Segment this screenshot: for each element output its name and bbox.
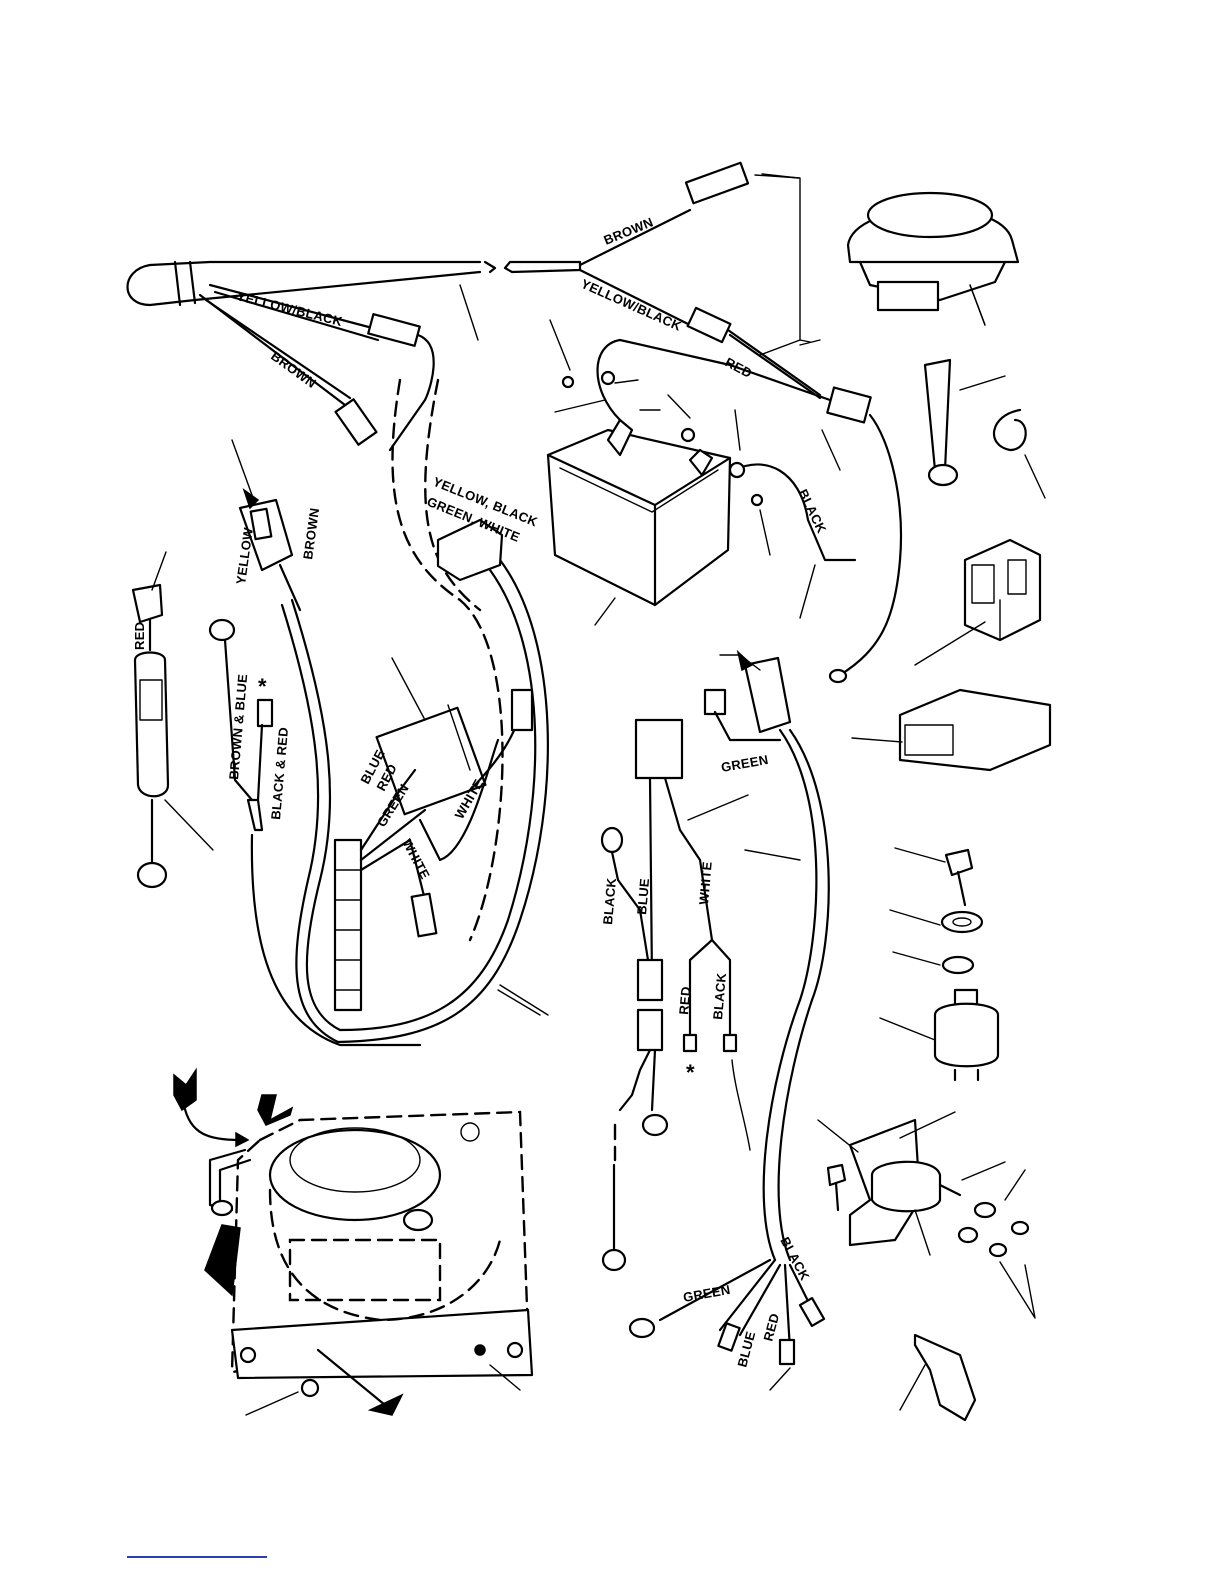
label-red-fuse: RED [132,622,147,650]
connector-block-part [852,690,1050,770]
label-brown-top: BROWN [602,214,656,247]
label-black-lead2: BLACK [710,972,729,1020]
engine-part [174,1070,532,1415]
asterisk-marker-1: * [258,674,267,699]
label-blue-lead: BLUE [634,877,652,915]
top-harness [128,163,821,450]
footer-rule [127,1556,267,1558]
ignition-switch-part [880,990,998,1080]
loom-connector-block [361,520,532,936]
mounting-bracket-part [900,1335,975,1420]
label-green-right: GREEN [720,752,770,775]
label-brown-left: BROWN [268,348,319,391]
retaining-clip-part [994,410,1045,498]
label-red-harness: RED [760,1312,782,1343]
key-part [895,848,972,905]
label-red-lead: RED [676,986,693,1016]
label-yellow-black-left: YELLOW/BLACK [235,288,344,329]
relay-part [915,540,1040,665]
label-brown-conn: BROWN [300,507,322,561]
ignition-cap-part [848,193,1018,325]
battery-part [548,420,730,625]
label-yellow-conn: YELLOW [233,526,256,585]
main-loom [248,380,548,1045]
label-brown-blue: BROWN & BLUE [226,673,250,780]
fuse-holder-part [133,552,213,887]
label-black-lead: BLACK [600,877,619,925]
label-white-mid2: WHITE [399,836,433,881]
label-yellow-black-top: YELLOW/BLACK [579,276,684,334]
asterisk-marker-2: * [686,1060,695,1085]
center-lead-harness [602,720,750,1270]
label-black-red: BLACK & RED [268,726,291,820]
nut-part [890,910,982,932]
label-green-harness: GREEN [682,1282,732,1305]
label-white-lead: WHITE [696,861,715,906]
solenoid-bracket-part [818,1112,1035,1318]
pin-part [925,360,1005,485]
washer-part [893,952,973,973]
